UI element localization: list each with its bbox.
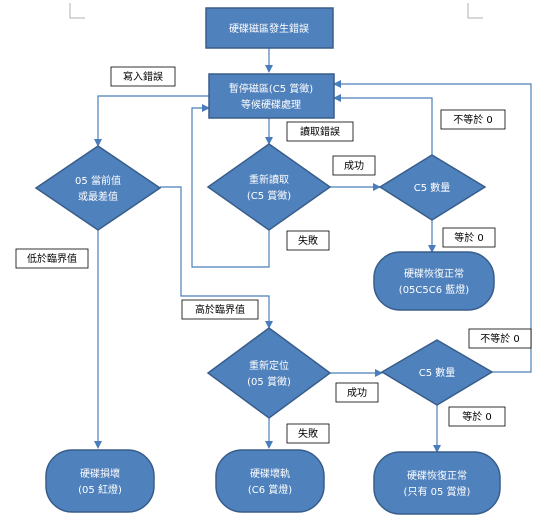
edge-pause-to-c5value: [94, 95, 209, 147]
label-below-threshold-text: 低於臨界值: [27, 252, 77, 265]
label-equal-top-text: 等於 0: [454, 231, 484, 244]
node-relocate: 重新定位 (05 賞徵): [206, 327, 332, 419]
label-above-threshold-text: 高於臨界值: [195, 303, 245, 316]
node-c5-value-line1: 05 當前值: [75, 174, 121, 187]
label-below-threshold: 低於臨界值: [15, 248, 89, 269]
label-success-top: 成功: [332, 155, 376, 176]
node-reread-line1: 重新讀取: [249, 173, 289, 186]
node-pause-sector-line2: 等候硬碟處理: [241, 98, 301, 111]
label-not-equal-top-text: 不等於 0: [453, 113, 493, 126]
label-fail-top: 失敗: [286, 230, 330, 251]
node-reread: 重新讀取 (C5 賞徵): [206, 143, 332, 231]
node-disk-bad-track-line1: 硬碟壞軌: [250, 467, 290, 480]
node-pause-sector: 暫停磁區(C5 賞徵) 等候硬碟處理: [208, 73, 335, 119]
node-restored-top-line2: (05C5C6 藍燈): [399, 283, 469, 296]
node-relocate-line1: 重新定位: [249, 359, 289, 372]
node-reread-line2: (C5 賞徵): [247, 189, 291, 202]
label-equal-top: 等於 0: [442, 227, 496, 248]
edge-c5count-bottom-loop: [333, 80, 532, 373]
node-restored-bottom-line1: 硬碟恢復正常: [407, 469, 467, 482]
label-not-equal-top: 不等於 0: [440, 109, 506, 130]
node-c5-value: 05 當前值 或最差值: [34, 145, 162, 231]
node-restored-bottom-line2: (只有 05 賞燈): [404, 485, 471, 498]
label-fail-top-text: 失敗: [298, 234, 318, 247]
edge-c5count-loop-to-pause: [333, 94, 433, 155]
node-c5-value-line2: 或最差值: [78, 190, 118, 203]
edges: [94, 48, 532, 453]
label-fail-bottom: 失敗: [286, 423, 330, 444]
node-c5-count-top: C5 數量: [378, 154, 487, 221]
edge-reread-fail-loop: [191, 104, 270, 268]
node-restored-top: 硬碟恢復正常 (05C5C6 藍燈): [373, 251, 495, 311]
label-fail-bottom-text: 失敗: [298, 427, 318, 440]
node-disk-damaged: 硬碟損壞 (05 紅燈): [45, 449, 155, 513]
label-success-bottom-text: 成功: [347, 387, 367, 399]
label-equal-bottom: 等於 0: [448, 406, 506, 427]
page-corner-mark-left: [69, 3, 85, 19]
label-not-equal-bottom: 不等於 0: [468, 328, 532, 349]
label-write-error-text: 寫入錯誤: [123, 70, 163, 83]
label-success-top-text: 成功: [344, 160, 364, 172]
label-above-threshold: 高於臨界值: [181, 299, 259, 320]
label-equal-bottom-text: 等於 0: [462, 410, 492, 423]
node-c5-count-bottom: C5 數量: [380, 339, 494, 406]
node-disk-damaged-line2: (05 紅燈): [78, 484, 122, 496]
label-success-bottom: 成功: [335, 382, 379, 403]
node-disk-error-text: 硬碟磁區發生錯誤: [229, 22, 309, 35]
node-c5-count-top-text: C5 數量: [414, 181, 451, 194]
label-read-error-text: 讀取錯誤: [300, 125, 340, 138]
node-disk-error: 硬碟磁區發生錯誤: [205, 7, 334, 49]
node-restored-top-line1: 硬碟恢復正常: [404, 267, 464, 280]
node-c5-count-bottom-text: C5 數量: [419, 366, 456, 379]
page-corner-mark-right: [467, 3, 483, 19]
label-write-error: 寫入錯誤: [110, 66, 176, 87]
node-disk-bad-track-line2: (C6 賞燈): [248, 483, 292, 496]
node-restored-bottom: 硬碟恢復正常 (只有 05 賞燈): [373, 451, 501, 515]
node-disk-bad-track: 硬碟壞軌 (C6 賞燈): [215, 449, 325, 513]
edge-c5value-to-relocate: [160, 186, 273, 329]
label-not-equal-bottom-text: 不等於 0: [480, 332, 520, 345]
node-disk-damaged-line1: 硬碟損壞: [80, 467, 120, 480]
node-pause-sector-line1: 暫停磁區(C5 賞徵): [229, 82, 313, 95]
node-relocate-line2: (05 賞徵): [247, 375, 291, 388]
label-read-error: 讀取錯誤: [286, 121, 354, 142]
